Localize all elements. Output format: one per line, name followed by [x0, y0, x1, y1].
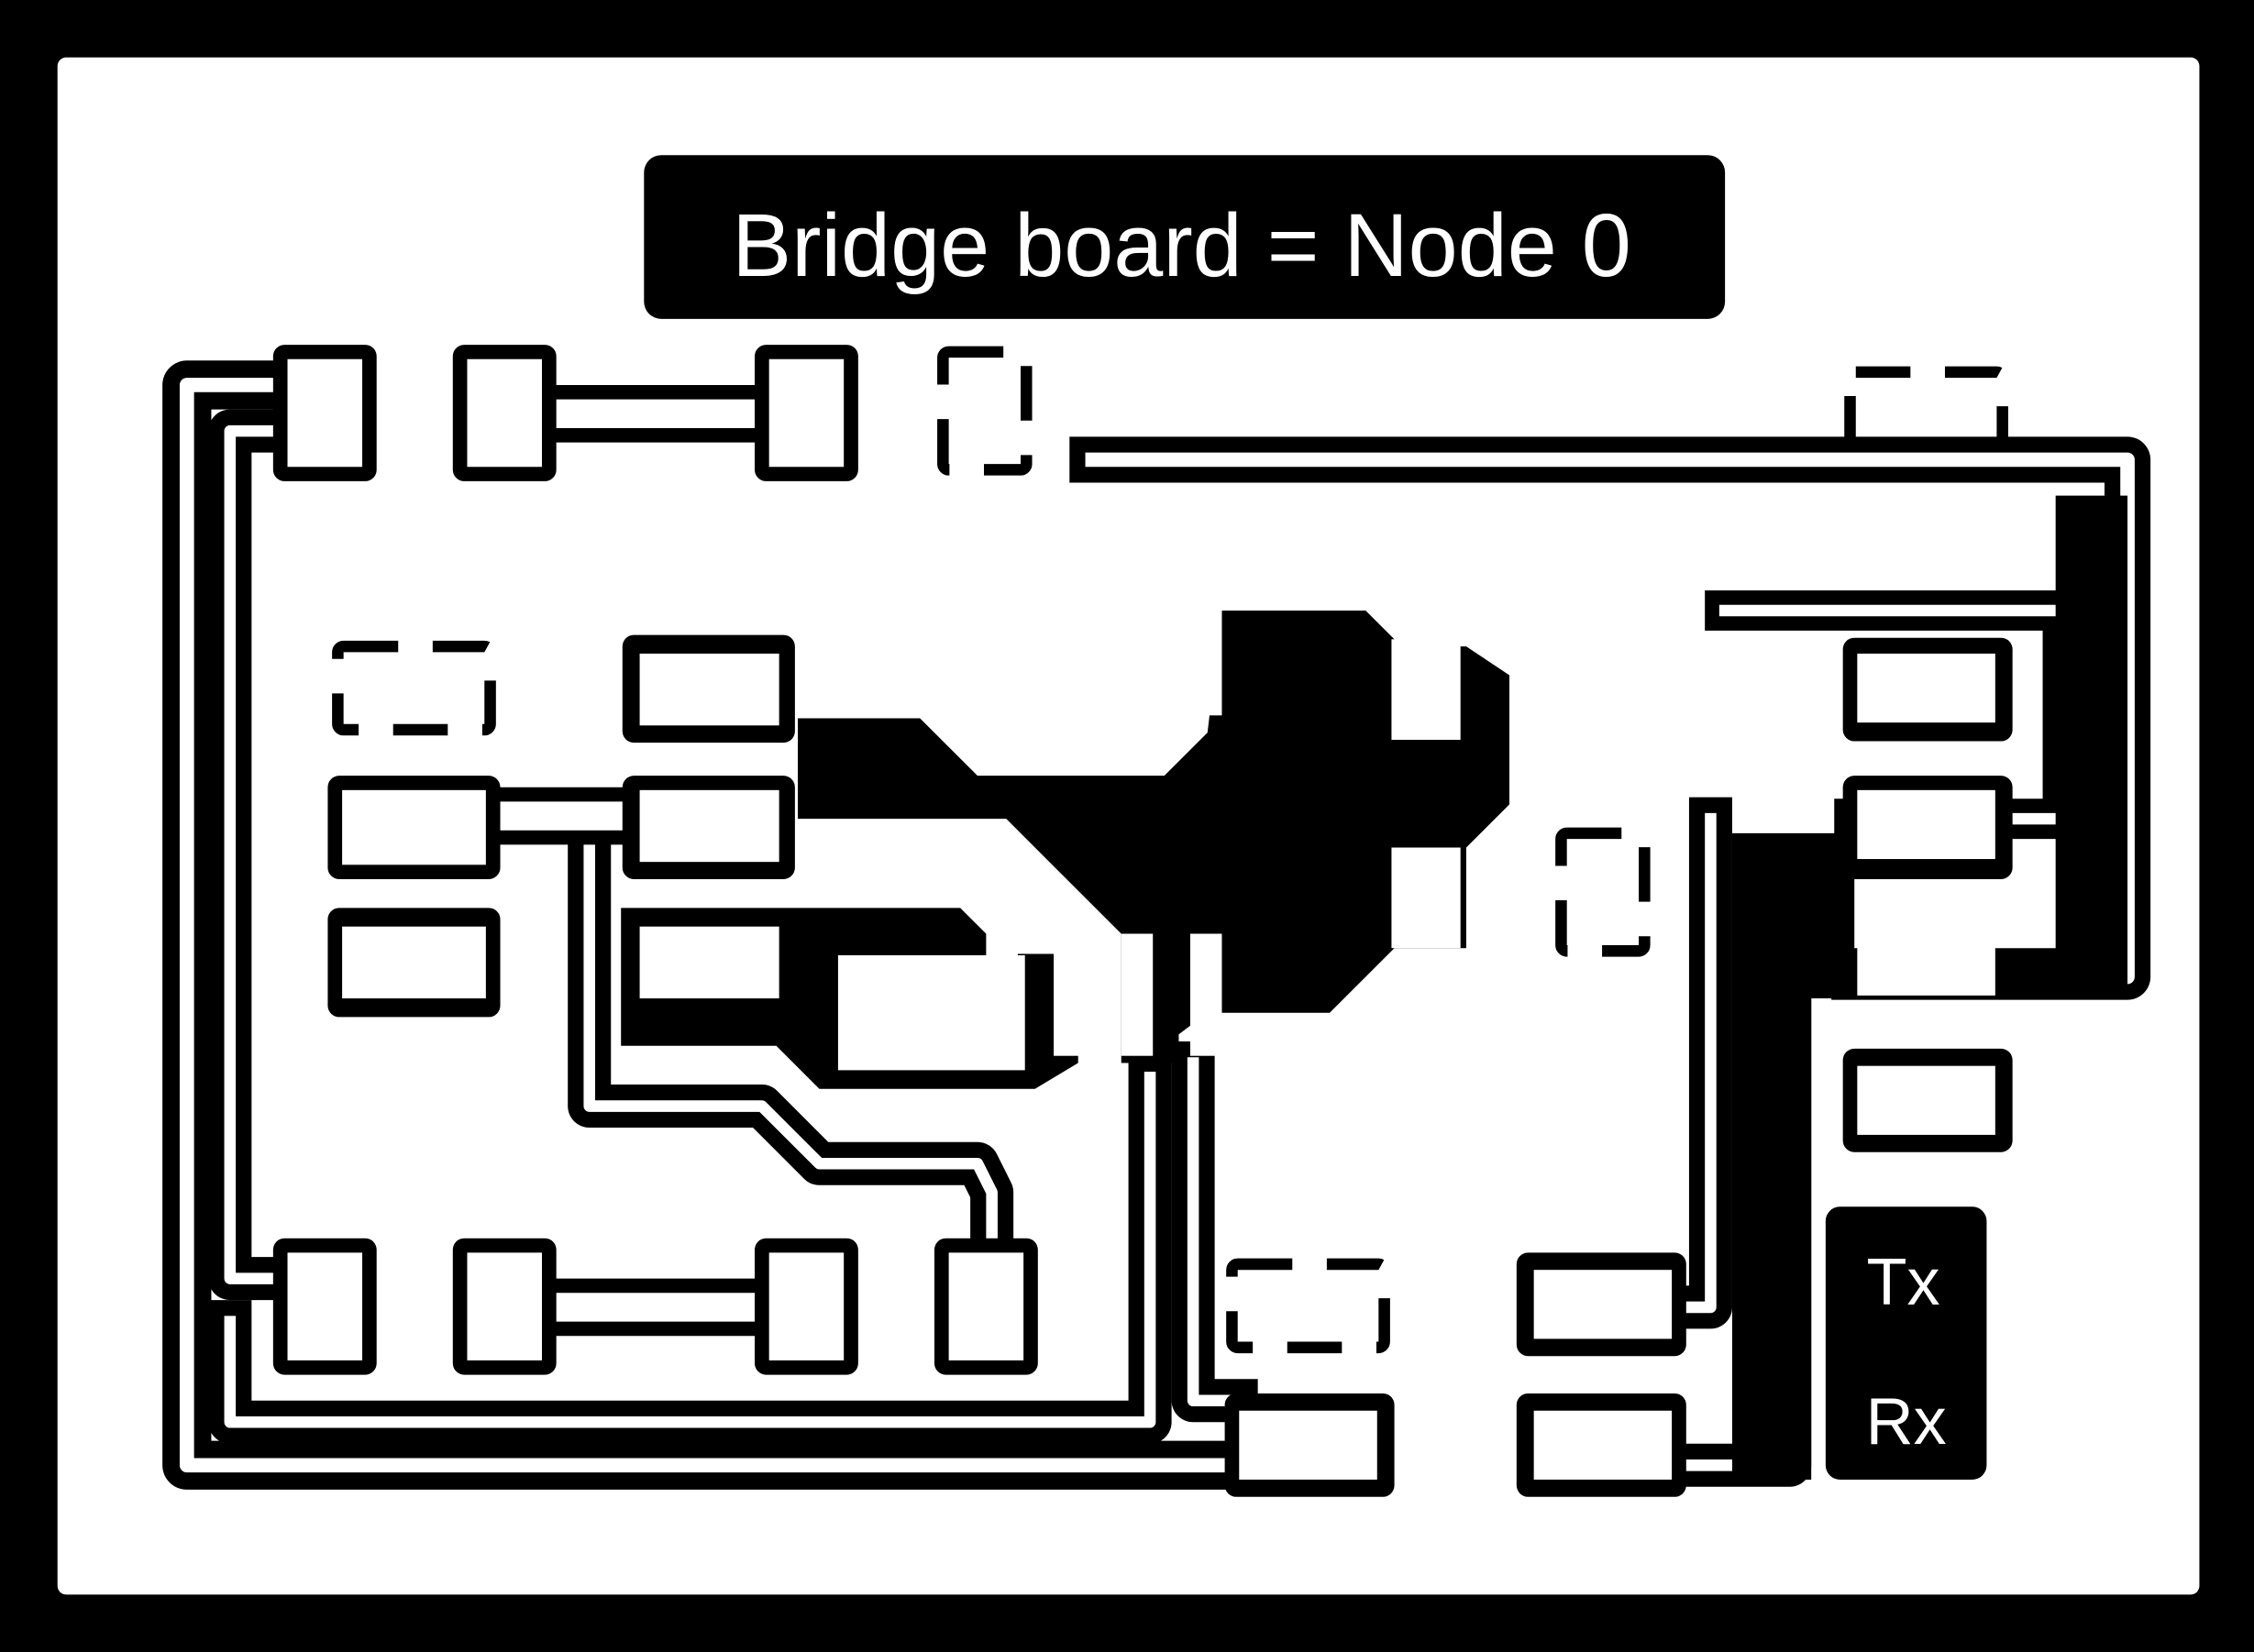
tx-label: Tx	[1866, 1246, 1939, 1319]
pad-r2-b-inner	[768, 358, 845, 468]
trace-left-bottom-gap	[224, 1071, 1156, 1428]
pad-hdr-5-inner	[1857, 1065, 1995, 1135]
pad-r5-a-inner	[948, 1252, 1024, 1360]
pad-hdr-4-inner	[1857, 926, 1995, 996]
pad-left-2-inner	[342, 926, 486, 999]
mcu-pin-white-2	[1391, 847, 1461, 949]
pin-bot-2	[1054, 933, 1086, 1056]
footprint-top-small	[937, 346, 1033, 476]
trace-left-outer-gap	[179, 378, 1243, 1473]
pad-left-1-inner	[342, 789, 486, 865]
component-pads	[272, 345, 2013, 1497]
mcu-copper-pour	[798, 610, 1509, 1063]
rx-label: Rx	[1866, 1385, 1947, 1459]
unpopulated-footprints	[332, 346, 2008, 1354]
pad-bot-c-inner	[1239, 1410, 1377, 1480]
pad-r3-a-inner	[287, 1252, 363, 1360]
pin-top-3	[1121, 589, 1154, 716]
pad-mid-right	[1566, 634, 1642, 743]
pad-mcu-l2-inner	[639, 789, 779, 863]
pad-hdr-3-inner	[1857, 789, 1995, 860]
trace-center-down-gap	[1187, 1057, 1243, 1407]
trace-tx-line-gap	[1668, 812, 1717, 1314]
footprint-top-right	[1844, 366, 2008, 450]
pin-top-1	[986, 589, 1018, 716]
pad-r4-a-inner	[467, 1252, 542, 1360]
pin-bot-3	[1121, 933, 1154, 1056]
mcu-pin-white-1	[1391, 639, 1461, 740]
pin-bot-1	[986, 933, 1018, 1056]
pad-mcu-l1-inner	[639, 653, 779, 726]
title-background	[644, 155, 1726, 319]
pad-bot-r1-inner	[1533, 1270, 1673, 1339]
board-title: Bridge board = Node 0	[732, 195, 1631, 295]
pin-top-2	[1054, 589, 1086, 716]
pad-bot-r2-inner	[1533, 1410, 1673, 1480]
pin-top-4	[1189, 589, 1222, 716]
pad-hdr-1	[1857, 513, 1995, 584]
footprint-bottom-center	[1226, 1258, 1390, 1354]
title-block: Bridge board = Node 0	[644, 155, 1726, 319]
pin-bot-4	[1189, 933, 1222, 1056]
trace-left-inner-middle-gap	[583, 842, 998, 1256]
pad-hdr-2-inner	[1857, 653, 1995, 723]
mcu-pour-shape	[798, 610, 1509, 1063]
pad-r4-b-inner	[768, 1252, 845, 1360]
footprint-left-small	[332, 640, 496, 736]
tx-rx-label-pad	[1825, 1206, 1987, 1480]
pad-mcu-l3-inner	[639, 926, 779, 999]
pad-r1-a-inner	[287, 358, 363, 468]
footprint-mid-right	[1555, 827, 1651, 957]
pad-r2-a-inner	[467, 358, 542, 468]
